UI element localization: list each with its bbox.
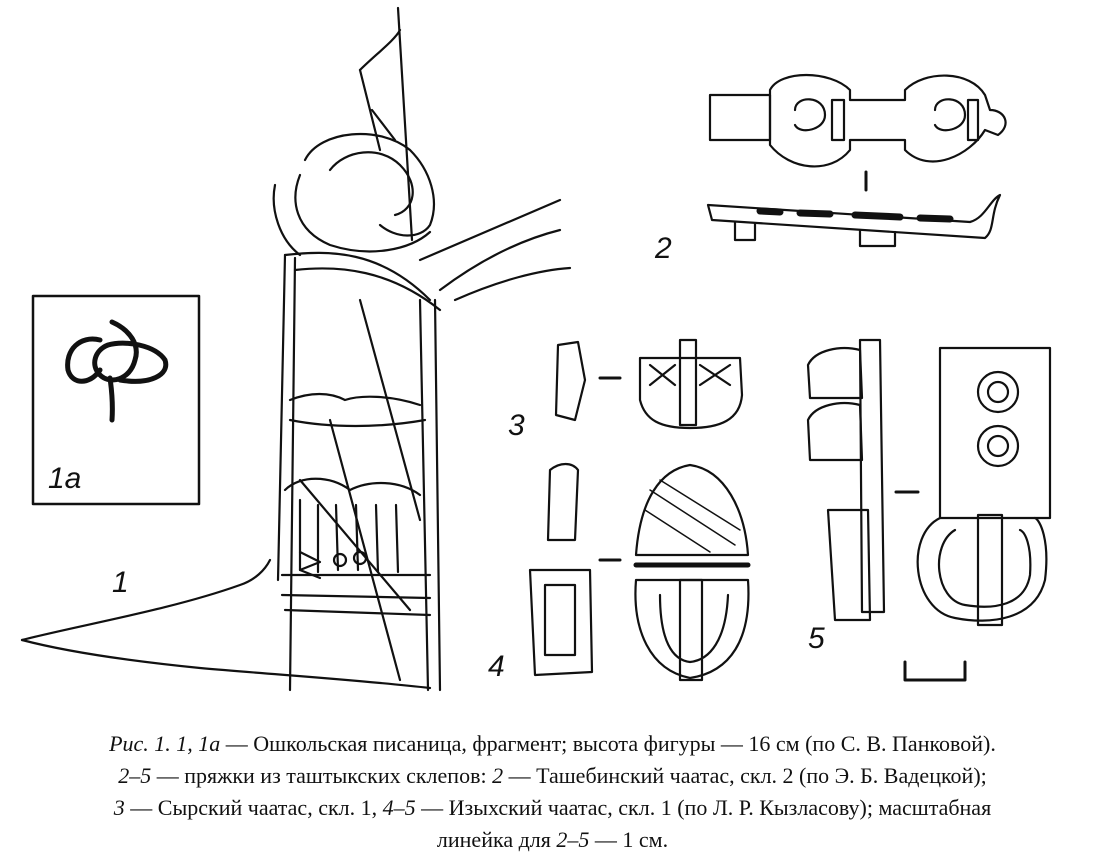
caption-figure-ref: Рис. 1. 1, 1а bbox=[109, 731, 221, 756]
scale-bar bbox=[903, 660, 967, 682]
caption-line-2: 2–5 — пряжки из таштыкских склепов: 2 — … bbox=[0, 760, 1105, 792]
caption-text: линейка для bbox=[436, 827, 557, 852]
caption-line-1: Рис. 1. 1, 1а — Ошкольская писаница, фра… bbox=[0, 728, 1105, 760]
caption-text: — Сырский чаатас, скл. 1, bbox=[124, 795, 383, 820]
label-figure-1a: 1a bbox=[48, 462, 81, 495]
label-figure-5: 5 bbox=[808, 622, 825, 655]
buckle-3 bbox=[554, 338, 744, 430]
caption-text: — 1 см. bbox=[589, 827, 669, 852]
label-figure-4: 4 bbox=[488, 650, 505, 683]
buckle-4 bbox=[528, 462, 751, 682]
caption-line-4: линейка для 2–5 — 1 см. bbox=[0, 824, 1105, 856]
caption-text: — Ошкольская писаница, фрагмент; высота … bbox=[220, 731, 996, 756]
label-figure-2: 2 bbox=[654, 232, 672, 265]
caption-ref: 3 bbox=[113, 795, 125, 820]
label-figure-3: 3 bbox=[508, 409, 525, 442]
caption-text: — Ташебинский чаатас, скл. 2 (по Э. Б. В… bbox=[503, 763, 987, 788]
caption-ref: 2–5 bbox=[556, 827, 590, 852]
figure-drawing: 1 1a 2 3 4 5 bbox=[20, 6, 1052, 692]
caption-ref: 2 bbox=[492, 763, 504, 788]
figure-caption: Рис. 1. 1, 1а — Ошкольская писаница, фра… bbox=[0, 728, 1105, 856]
sign-1a-frame bbox=[31, 294, 201, 506]
caption-ref: 4–5 bbox=[382, 795, 416, 820]
caption-text: — пряжки из таштыкских склепов: bbox=[151, 763, 493, 788]
caption-ref: 2–5 bbox=[118, 763, 152, 788]
buckle-2-top-view bbox=[708, 74, 1007, 192]
buckle-2-side-view bbox=[706, 193, 1002, 248]
petroglyph-figure bbox=[20, 6, 572, 692]
caption-line-3: 3 — Сырский чаатас, скл. 1, 4–5 — Изыхск… bbox=[0, 792, 1105, 824]
caption-text: — Изыхский чаатас, скл. 1 (по Л. Р. Кызл… bbox=[415, 795, 992, 820]
buckle-5 bbox=[806, 338, 1052, 627]
label-figure-1: 1 bbox=[112, 566, 129, 599]
